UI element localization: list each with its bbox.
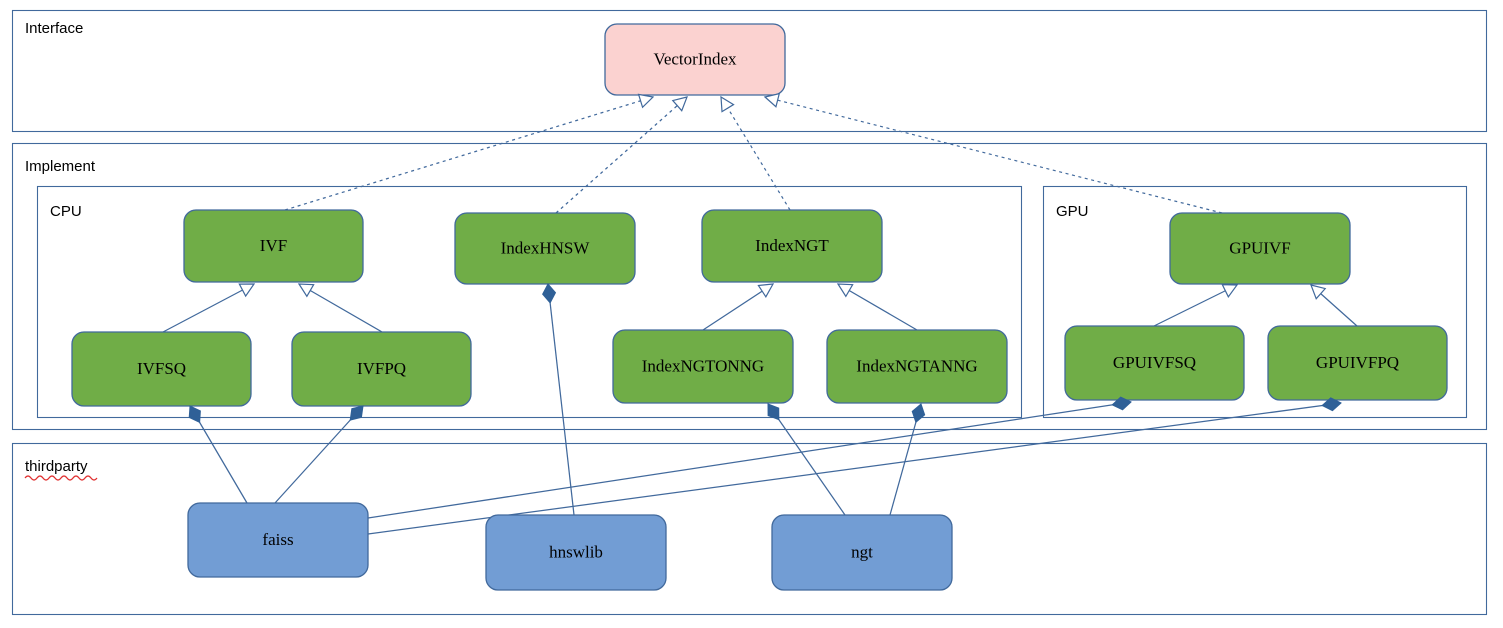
node-label-gpuivfsq: GPUIVFSQ [1113,353,1196,372]
arrowhead-hollow-triangle-indexngtanng-to-indexngt [836,283,854,298]
group-label-cpu: CPU [50,203,82,220]
node-gpuivfsq[interactable]: GPUIVFSQ [1064,325,1245,401]
node-box-ivf[interactable] [183,209,364,283]
node-box-gpuivfsq[interactable] [1064,325,1245,401]
arrowhead-filled-diamond-ngt-to-indexngtanng [911,403,926,424]
node-label-faiss: faiss [262,530,293,549]
group-label-implement: Implement [25,158,96,175]
node-ngt[interactable]: ngt [771,514,953,591]
arrowhead-hollow-triangle-gpuivf-to-vectorindex [763,92,781,108]
node-box-faiss[interactable] [187,502,369,578]
edge-line-faiss-to-gpuivfpq [367,402,1342,535]
node-label-ivf: IVF [260,236,287,255]
node-label-gpuivf: GPUIVF [1229,238,1290,257]
group-label-thirdparty: thirdparty [25,458,88,475]
edge-line-indexngtanng-to-indexngt [837,283,918,331]
node-gpuivfpq[interactable]: GPUIVFPQ [1267,325,1448,401]
edge-line-hnswlib-to-indexhnsw [547,283,575,516]
edge-line-indexngtonng-to-indexngt [702,283,774,331]
node-box-indexngt[interactable] [701,209,883,283]
arrowhead-hollow-triangle-ivfpq-to-ivf [297,283,315,298]
node-hnswlib[interactable]: hnswlib [485,514,667,591]
group-label-interface: Interface [25,20,83,37]
arrowhead-hollow-triangle-indexhnsw-to-vectorindex [671,96,688,112]
arrowhead-filled-diamond-hnswlib-to-indexhnsw [542,283,557,304]
node-box-gpuivf[interactable] [1169,212,1351,285]
arrow-decoration-layer [188,92,1342,424]
node-label-indexngt: IndexNGT [755,236,829,255]
node-box-indexngtonng[interactable] [612,329,794,404]
edge-line-ivfsq-to-ivf [162,283,255,333]
node-box-gpuivfpq[interactable] [1267,325,1448,401]
node-indexngtonng[interactable]: IndexNGTONNG [612,329,794,404]
node-label-ngt: ngt [851,542,873,561]
node-label-vectorindex: VectorIndex [653,49,737,68]
arrowhead-hollow-triangle-ivf-to-vectorindex [637,93,655,109]
node-indexngtanng[interactable]: IndexNGTANNG [826,329,1008,404]
arrowhead-hollow-triangle-indexngtonng-to-indexngt [757,283,775,298]
arrowhead-hollow-triangle-indexngt-to-vectorindex [720,95,735,113]
node-box-hnswlib[interactable] [485,514,667,591]
edge-line-indexhnsw-to-vectorindex [555,96,688,214]
node-vectorindex[interactable]: VectorIndex [604,23,786,96]
node-label-ivfsq: IVFSQ [137,359,186,378]
node-box-ngt[interactable] [771,514,953,591]
node-label-ivfpq: IVFPQ [357,359,406,378]
arrowhead-filled-diamond-faiss-to-ivfsq [188,405,201,424]
arrowhead-hollow-triangle-ivfsq-to-ivf [238,283,256,298]
node-gpuivf[interactable]: GPUIVF [1169,212,1351,285]
node-ivfsq[interactable]: IVFSQ [71,331,252,407]
node-faiss[interactable]: faiss [187,502,369,578]
group-label-gpu: GPU [1056,203,1089,220]
node-box-vectorindex[interactable] [604,23,786,96]
node-box-ivfsq[interactable] [71,331,252,407]
edge-line-ngt-to-indexngtonng [767,403,846,516]
edge-line-ivfpq-to-ivf [298,283,383,333]
node-label-indexhnsw: IndexHNSW [501,238,591,257]
node-label-indexngtanng: IndexNGTANNG [856,356,977,375]
arrowhead-filled-diamond-ngt-to-indexngtonng [767,403,780,421]
arrowhead-filled-diamond-faiss-to-gpuivfsq [1111,396,1132,411]
node-label-gpuivfpq: GPUIVFPQ [1316,353,1399,372]
edge-line-indexngt-to-vectorindex [720,96,791,211]
node-indexhnsw[interactable]: IndexHNSW [454,212,636,285]
edge-line-gpuivfsq-to-gpuivf [1153,284,1238,327]
node-box-indexhnsw[interactable] [454,212,636,285]
edge-line-ivf-to-vectorindex [284,96,654,211]
node-label-hnswlib: hnswlib [549,542,603,561]
arrowhead-filled-diamond-faiss-to-ivfpq [349,405,364,421]
spellcheck-underline-icon [24,475,98,481]
node-label-indexngtonng: IndexNGTONNG [642,356,764,375]
arrowhead-filled-diamond-faiss-to-gpuivfpq [1321,397,1342,412]
node-indexngt[interactable]: IndexNGT [701,209,883,283]
edge-line-faiss-to-ivfpq [274,405,364,504]
arrowhead-hollow-triangle-gpuivfpq-to-gpuivf [1310,284,1327,300]
node-box-indexngtanng[interactable] [826,329,1008,404]
node-box-ivfpq[interactable] [291,331,472,407]
node-ivfpq[interactable]: IVFPQ [291,331,472,407]
node-ivf[interactable]: IVF [183,209,364,283]
arrowhead-hollow-triangle-gpuivfsq-to-gpuivf [1221,284,1239,298]
edge-line-faiss-to-gpuivfsq [367,401,1132,519]
